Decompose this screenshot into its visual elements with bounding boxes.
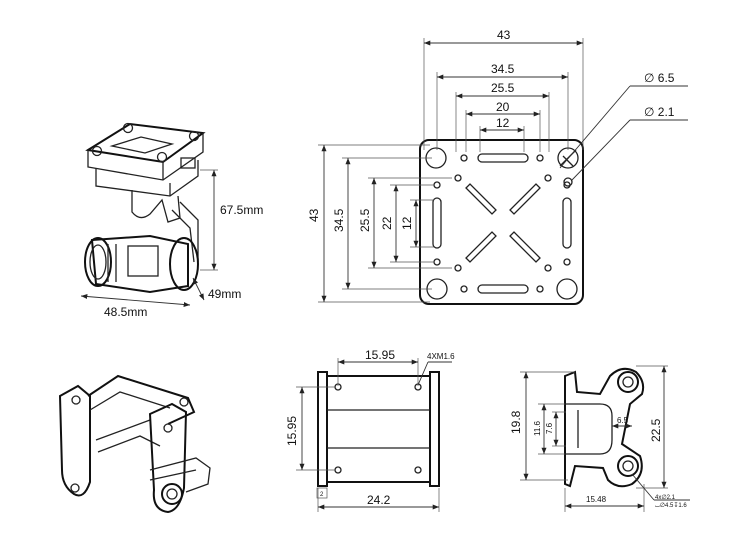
- plate-height-34-5: 34.5: [332, 208, 346, 232]
- plate-width-12: 12: [496, 116, 510, 130]
- side-slot-width: 6.5: [617, 416, 629, 425]
- bracket-left-leg: [58, 384, 91, 497]
- gimbal-depth-dim: 49mm: [208, 287, 241, 301]
- side-height-19-8: 19.8: [509, 410, 523, 434]
- side-cbore-note: ⌴∅4.5↧1.6: [655, 502, 687, 509]
- side-bottom-width: 15.48: [586, 495, 607, 504]
- front-view: 15.95 4XM1.6 15.95 24.2 2: [285, 348, 455, 512]
- plate-outline: [419, 139, 584, 305]
- front-thickness: 2: [320, 492, 324, 498]
- side-view: 19.8 11.6 7.6 6.5 22.5 15.48 4x∅2.1 ⌴∅4.…: [509, 365, 690, 512]
- hole-small-callout: ∅ 2.1: [644, 105, 675, 119]
- side-profile: [564, 367, 645, 488]
- plate-height-25-5: 25.5: [358, 208, 372, 232]
- gimbal-width-dim: 48.5mm: [104, 305, 147, 319]
- front-left-height: 15.95: [285, 416, 299, 446]
- gimbal-isometric-view: 67.5mm 49mm 48.5mm: [80, 122, 263, 319]
- top-plate-view: 43 34.5 25.5 20 12 43 34.5 25.5 22: [307, 28, 688, 305]
- bracket-top-bar: [87, 374, 196, 425]
- front-bottom-width: 24.2: [367, 493, 391, 507]
- plate-width-20: 20: [496, 100, 510, 114]
- gimbal-camera-body: [90, 234, 189, 294]
- side-hole-note: 4x∅2.1: [655, 494, 676, 501]
- bracket-right-leg: [148, 402, 188, 514]
- bracket-isometric-view: [58, 374, 211, 514]
- gimbal-height-dim: 67.5mm: [220, 203, 263, 217]
- plate-height-43: 43: [307, 208, 321, 222]
- side-height-7-6: 7.6: [545, 422, 554, 434]
- side-height-22-5: 22.5: [649, 418, 663, 442]
- side-height-11-6: 11.6: [533, 420, 542, 436]
- plate-height-12: 12: [400, 216, 414, 230]
- plate-height-22: 22: [380, 216, 394, 230]
- front-left-flange: [317, 371, 328, 487]
- front-body: [326, 375, 431, 483]
- front-screw-note: 4XM1.6: [427, 352, 455, 361]
- gimbal-arm: [131, 190, 181, 223]
- hole-large-callout: ∅ 6.5: [644, 71, 675, 85]
- plate-width-43: 43: [497, 28, 511, 42]
- gimbal-top-plate: [85, 122, 206, 164]
- plate-width-34-5: 34.5: [491, 62, 515, 76]
- front-top-width: 15.95: [365, 348, 395, 362]
- front-right-flange: [429, 371, 440, 487]
- plate-width-25-5: 25.5: [491, 81, 515, 95]
